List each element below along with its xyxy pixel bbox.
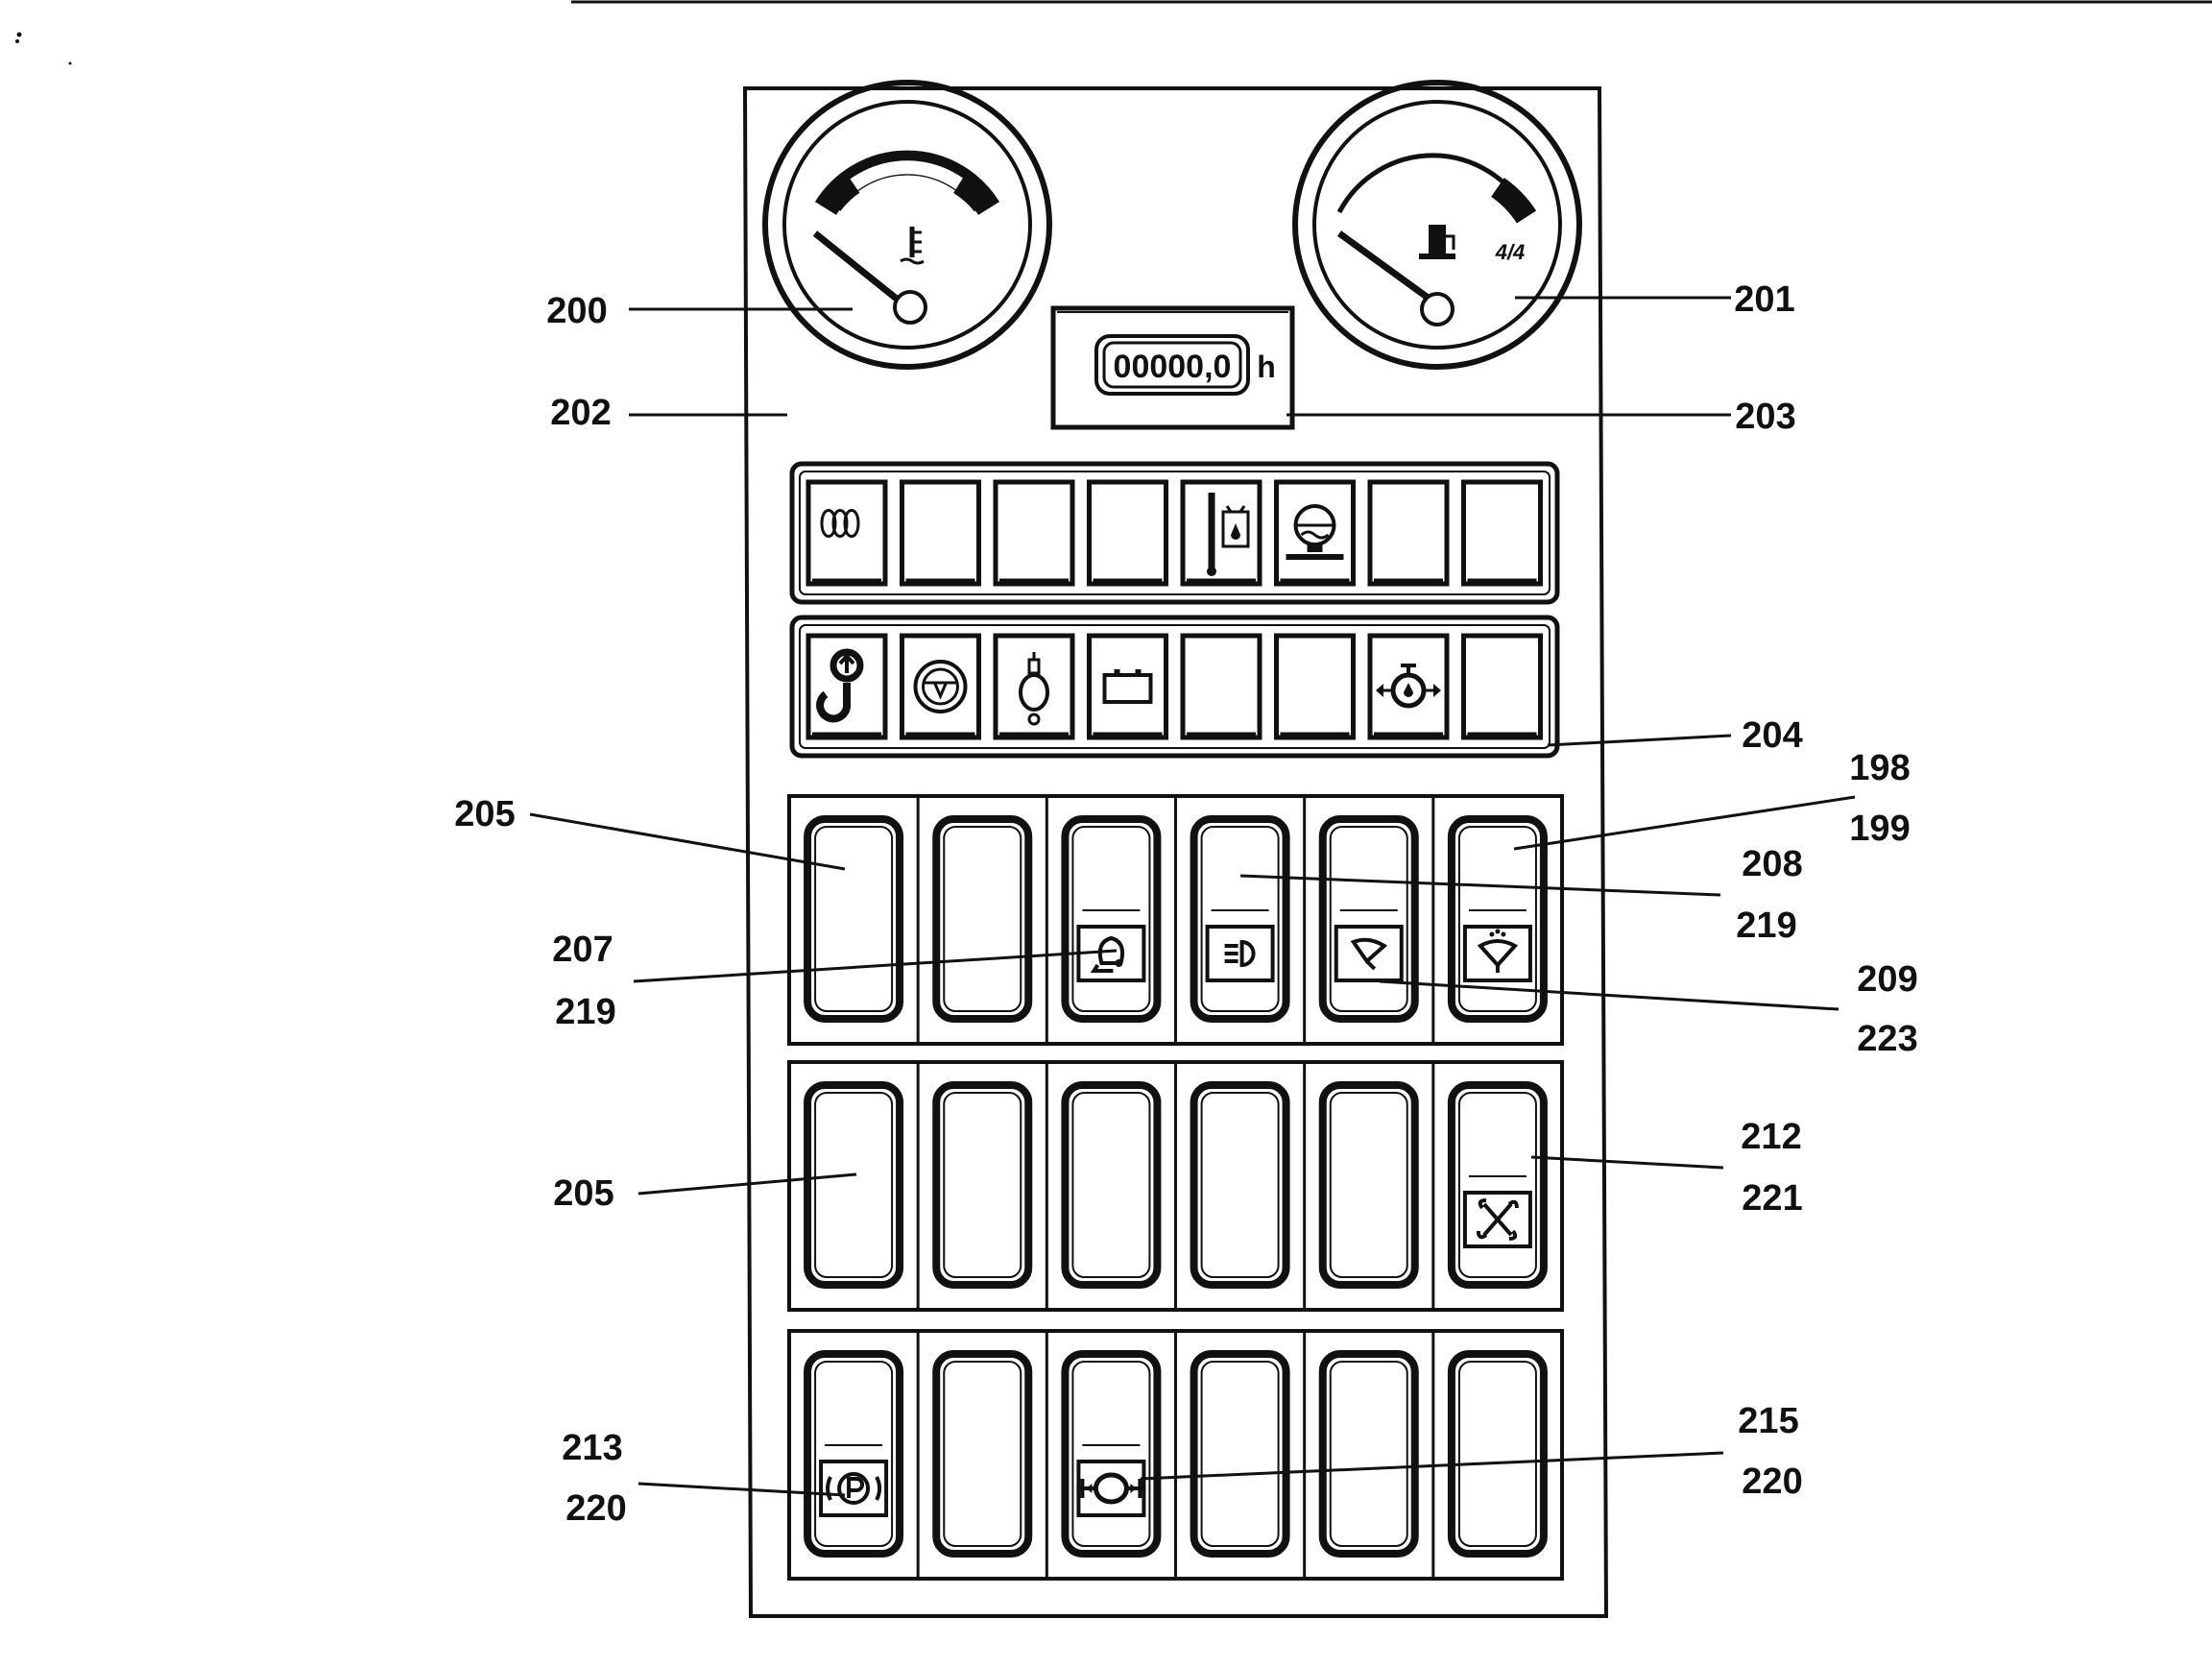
callout-221: 221: [1742, 1178, 1802, 1219]
rocker-switch-blank[interactable]: [1190, 1081, 1290, 1289]
callout-205-lower: 205: [553, 1173, 613, 1214]
needle: [812, 230, 901, 302]
callout-labels: 200 201 202 203 204 205 198 199 208 219 …: [454, 279, 1917, 1529]
thermometer-icon: [900, 227, 925, 265]
switch-bank-1: [787, 794, 1564, 1046]
hour-meter: 00000,0 h: [1050, 305, 1295, 430]
glow-plug-icon: [820, 509, 860, 538]
callout-219-left: 219: [555, 992, 615, 1032]
rocker-switch-blank[interactable]: [1061, 1081, 1162, 1289]
needle-hub: [893, 290, 927, 325]
warning-light: [1180, 633, 1262, 740]
hour-meter-reading: 00000,0: [1114, 349, 1232, 385]
rocker-switch-blank[interactable]: [1318, 1350, 1419, 1558]
rocker-switch-blank[interactable]: [932, 815, 1033, 1023]
warning-light: [900, 633, 981, 740]
warning-light-strip-1: [789, 461, 1560, 605]
fuel-full-mark: 4/4: [1495, 240, 1526, 264]
warning-light: [1367, 633, 1450, 740]
fuel-pump-icon: [1419, 225, 1455, 259]
steering-icon: [913, 660, 968, 713]
crane-hook-icon: [820, 652, 860, 718]
switch-bank-2: [787, 1060, 1564, 1312]
warning-lights-row-2: [805, 633, 1543, 740]
warning-light: [805, 633, 888, 740]
rocker-switch-parking-brake[interactable]: [804, 1350, 904, 1558]
callout-200: 200: [546, 291, 607, 331]
callout-209: 209: [1857, 959, 1917, 1000]
scan-marks: [15, 32, 72, 65]
warning-light: [1461, 633, 1543, 740]
fan-icon: [1476, 1198, 1519, 1241]
warning-light: [1087, 479, 1168, 587]
rocker-switch-blank[interactable]: [804, 815, 904, 1023]
rocker-switch-differential-lock[interactable]: [1061, 1350, 1162, 1558]
callout-199: 199: [1849, 809, 1910, 849]
rocker-switch-blank[interactable]: [932, 1350, 1033, 1558]
wiper-icon: [1351, 937, 1386, 971]
warning-lights-row-1: [805, 479, 1543, 587]
needle: [1336, 230, 1433, 302]
warning-light: [993, 479, 1075, 587]
rocker-switch-fan[interactable]: [1447, 1081, 1548, 1289]
warning-light: [1274, 633, 1356, 740]
callout-203: 203: [1735, 397, 1795, 437]
washer-icon: [1478, 927, 1517, 975]
callout-220-left: 220: [565, 1488, 626, 1529]
air-filter-icon: [1019, 650, 1049, 726]
warning-light: [1087, 633, 1168, 740]
callout-223: 223: [1857, 1019, 1917, 1059]
rocker-switch-blank[interactable]: [932, 1081, 1033, 1289]
switch-bank-3: [787, 1329, 1564, 1581]
differential-lock-icon: [1076, 1475, 1145, 1502]
engine-oil-pressure-icon: [1376, 665, 1441, 706]
warning-light: [1461, 479, 1543, 587]
callout-219-right: 219: [1736, 906, 1796, 946]
low-beam-icon: [1222, 940, 1256, 967]
rocker-switch-blank[interactable]: [1318, 1081, 1419, 1289]
warning-light: [1274, 479, 1356, 587]
callout-201: 201: [1734, 279, 1794, 320]
work-light-icon: [1092, 936, 1125, 973]
warning-light: [1367, 479, 1450, 587]
rocker-switch-wiper[interactable]: [1318, 815, 1419, 1023]
callout-213: 213: [562, 1428, 622, 1468]
rocker-switch-washer[interactable]: [1447, 815, 1548, 1023]
warning-light: [1180, 479, 1262, 587]
callout-198: 198: [1849, 748, 1910, 788]
rocker-switch-low-beam[interactable]: [1190, 815, 1290, 1023]
callout-205-upper: 205: [454, 794, 515, 834]
transmission-oil-icon: [1284, 504, 1346, 562]
rocker-switch-work-light[interactable]: [1061, 815, 1162, 1023]
callout-215: 215: [1738, 1401, 1798, 1441]
parking-brake-icon: [826, 1472, 882, 1505]
hour-meter-unit: h: [1257, 350, 1276, 384]
rocker-switch-blank[interactable]: [1447, 1350, 1548, 1558]
warning-light: [900, 479, 981, 587]
warning-light: [993, 633, 1075, 740]
coolant-temp-icon: [1207, 493, 1248, 576]
fuel-gauge: 4/4: [1292, 80, 1582, 370]
leader-lines: [529, 296, 1856, 1497]
callout-212: 212: [1741, 1117, 1801, 1157]
rocker-switch-blank[interactable]: [1190, 1350, 1290, 1558]
callout-202: 202: [550, 393, 611, 433]
battery-icon: [1102, 669, 1153, 704]
warning-light-strip-2: [789, 615, 1560, 759]
rocker-switch-blank[interactable]: [804, 1081, 904, 1289]
warning-light: [805, 479, 888, 587]
callout-208: 208: [1742, 844, 1802, 884]
coolant-temperature-gauge: [762, 80, 1052, 370]
callout-220-right: 220: [1742, 1462, 1802, 1502]
callout-204: 204: [1742, 715, 1802, 756]
panel-outline: [742, 86, 1609, 1618]
needle-hub: [1420, 292, 1455, 326]
callout-207: 207: [552, 930, 613, 970]
